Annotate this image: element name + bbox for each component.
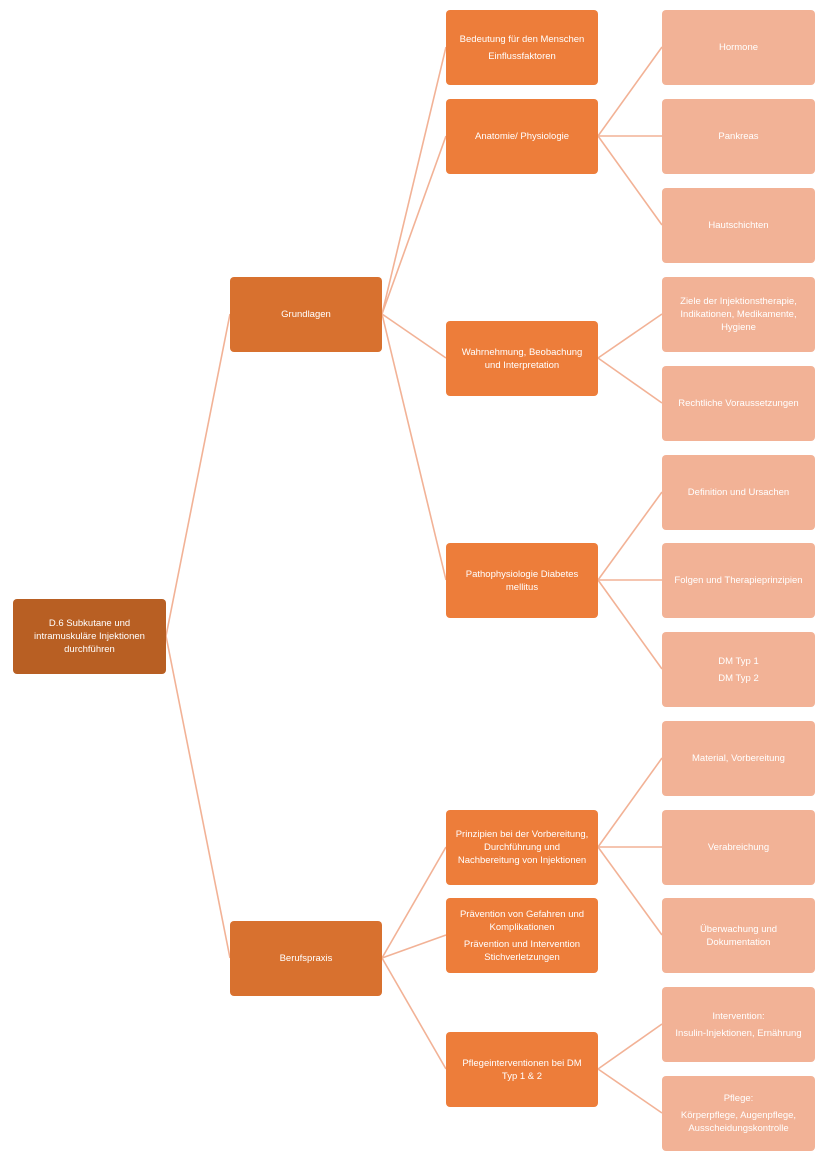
definition-node: Definition und Ursachen (662, 455, 815, 530)
intervention-line: Insulin-Injektionen, Ernährung (675, 1027, 802, 1039)
pathophysiologie-line: mellitus (505, 581, 539, 593)
prinzipien-line: Durchführung und (483, 842, 561, 853)
wahrnehmung-line: Wahrnehmung, Beobachung (461, 346, 583, 358)
prinzipien-node: Prinzipien bei der Vorbereitung, Durchfü… (446, 810, 598, 885)
grundlagen-label: Grundlagen (281, 309, 331, 320)
connector-line (597, 357, 663, 404)
connector-line (597, 491, 663, 581)
bedeutung-line: Bedeutung für den Menschen (459, 33, 585, 45)
prinzipien-line: Nachbereitung von Injektionen (457, 855, 587, 866)
bedeutung-line: Einflussfaktoren (488, 50, 556, 62)
pflegeinterventionen-line: Typ 1 & 2 (501, 1070, 543, 1082)
wahrnehmung-node: Wahrnehmung, Beobachung und Interpretati… (446, 321, 598, 396)
hormone-node: Hormone (662, 10, 815, 85)
connector-line (597, 579, 663, 670)
material-label: Material, Vorbereitung (692, 753, 785, 764)
root-topic-line: durchführen (64, 644, 115, 655)
pflegeinterventionen-node: Pflegeinterventionen bei DM Typ 1 & 2 (446, 1032, 598, 1107)
connector-line (381, 313, 447, 581)
rechtliche-voraussetzungen-node: Rechtliche Voraussetzungen (662, 366, 815, 441)
connector-line (381, 934, 447, 959)
connector-line (381, 957, 447, 1070)
pankreas-node: Pankreas (662, 99, 815, 174)
ziele-node: Ziele der Injektionstherapie, Indikation… (662, 277, 815, 352)
connector-line (597, 135, 663, 226)
connector-line (597, 313, 663, 359)
connector-line (381, 135, 447, 315)
prinzipien-line: Prinzipien bei der Vorbereitung, (455, 829, 589, 840)
pathophysiologie-line: Pathophysiologie Diabetes (465, 568, 579, 580)
connector-line (381, 46, 447, 315)
praevention-node: Prävention von Gefahren und Komplikation… (446, 898, 598, 973)
connector-line (381, 846, 447, 959)
intervention-node: Intervention: Insulin-Injektionen, Ernäh… (662, 987, 815, 1062)
wahrnehmung-line: und Interpretation (484, 359, 560, 371)
dm-typ-node: DM Typ 1 DM Typ 2 (662, 632, 815, 707)
praevention-line: Prävention und Intervention (463, 938, 581, 950)
ueberwachung-line: Dokumentation (706, 936, 771, 948)
praevention-line: Stichverletzungen (484, 951, 560, 963)
grundlagen-node: Grundlagen (230, 277, 382, 352)
connector-line (597, 1068, 663, 1114)
connector-line (381, 313, 447, 359)
pflege-line: Ausscheidungskontrolle (688, 1123, 789, 1134)
material-node: Material, Vorbereitung (662, 721, 815, 796)
ueberwachung-line: Überwachung und (699, 923, 778, 935)
bedeutung-node: Bedeutung für den Menschen Einflussfakto… (446, 10, 598, 85)
root-topic-line: D.6 Subkutane und (48, 618, 131, 629)
berufspraxis-label: Berufspraxis (279, 953, 333, 964)
pflegeinterventionen-line: Pflegeinterventionen bei DM (462, 1057, 582, 1069)
dm-typ-1-label: DM Typ 1 (718, 655, 759, 667)
pathophysiologie-node: Pathophysiologie Diabetes mellitus (446, 543, 598, 618)
root-topic-line: intramuskuläre Injektionen (34, 631, 145, 642)
anatomie-label: Anatomie/ Physiologie (475, 131, 569, 142)
ziele-line: Indikationen, Medikamente, (680, 309, 797, 320)
dm-typ-2-label: DM Typ 2 (718, 672, 759, 684)
intervention-line: Intervention: (712, 1010, 765, 1022)
connector-line (165, 313, 231, 637)
berufspraxis-node: Berufspraxis (230, 921, 382, 996)
ziele-line: Hygiene (721, 322, 756, 333)
connector-line (597, 1023, 663, 1070)
pflege-line: Körperpflege, Augenpflege, (680, 1110, 797, 1121)
hautschichten-label: Hautschichten (708, 220, 769, 231)
pflege-line: Pflege: (723, 1093, 754, 1104)
praevention-line: Prävention von Gefahren und (459, 908, 585, 920)
praevention-line: Komplikationen (489, 921, 555, 933)
hautschichten-node: Hautschichten (662, 188, 815, 263)
anatomie-node: Anatomie/ Physiologie (446, 99, 598, 174)
connector-line (165, 635, 231, 959)
hormone-label: Hormone (718, 42, 759, 53)
connector-line (597, 846, 663, 936)
root-topic: D.6 Subkutane und intramuskuläre Injekti… (13, 599, 166, 674)
verabreichung-node: Verabreichung (662, 810, 815, 885)
folgen-label: Folgen und Therapieprinzipien (674, 575, 803, 586)
connector-line (597, 46, 663, 137)
folgen-node: Folgen und Therapieprinzipien (662, 543, 815, 618)
definition-label: Definition und Ursachen (687, 487, 790, 498)
ueberwachung-node: Überwachung und Dokumentation (662, 898, 815, 973)
verabreichung-label: Verabreichung (707, 842, 770, 853)
connector-line (597, 757, 663, 848)
ziele-line: Ziele der Injektionstherapie, (680, 296, 797, 307)
pflege-node: Pflege: Körperpflege, Augenpflege, Aussc… (662, 1076, 815, 1151)
pankreas-label: Pankreas (718, 131, 759, 142)
rechtliche-voraussetzungen-label: Rechtliche Voraussetzungen (678, 398, 799, 409)
